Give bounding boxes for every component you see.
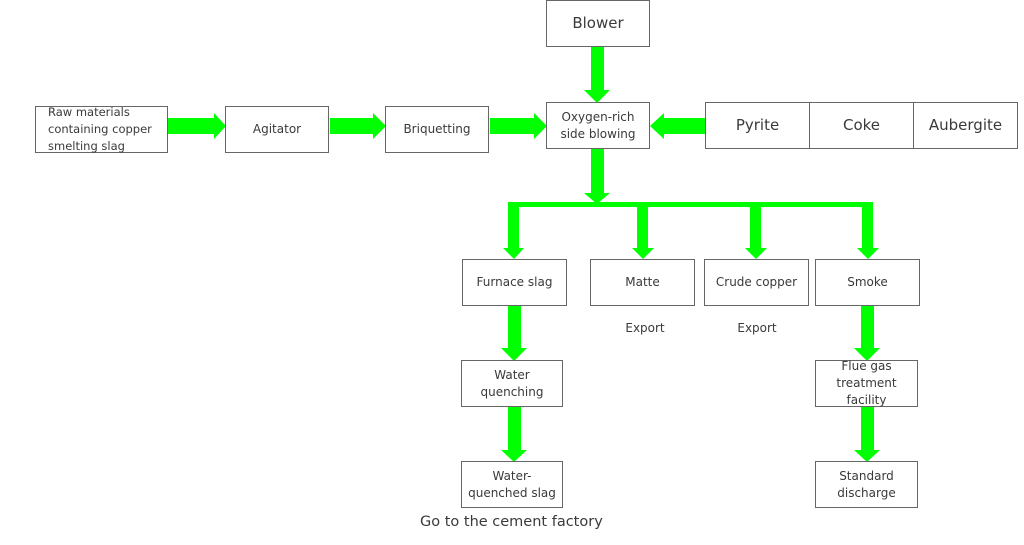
arrow-blower-to-oxygen xyxy=(584,47,610,103)
node-aubergite: Aubergite xyxy=(913,103,1017,148)
label-matte-export: Export xyxy=(625,321,665,335)
label-cement-factory: Go to the cement factory xyxy=(420,514,603,530)
branch-bar xyxy=(508,202,873,207)
node-smoke: Smoke xyxy=(815,259,920,306)
node-raw-materials: Raw materials containing copper smelting… xyxy=(35,105,168,153)
node-matte: Matte xyxy=(590,259,695,306)
arrow-additives-to-oxygen xyxy=(650,113,706,139)
arrow-smoke-to-fluegas xyxy=(854,305,880,361)
label-crude-copper-export: Export xyxy=(737,321,777,335)
arrow-raw-to-agitator xyxy=(168,113,226,139)
arrow-briquetting-to-oxygen xyxy=(490,113,547,139)
arrow-to-furnace-slag xyxy=(503,202,524,259)
node-pyrite: Pyrite xyxy=(735,116,780,134)
arrow-agitator-to-briquetting xyxy=(330,113,386,139)
node-flue-gas-treatment: Flue gas treatment facility xyxy=(815,359,918,407)
node-oxygen-rich-side-blowing: Oxygen-rich side blowing xyxy=(546,102,650,149)
node-additives-group: Pyrite Coke Aubergite xyxy=(705,102,1018,149)
node-coke: Coke xyxy=(809,103,913,148)
node-water-quenched-slag: Water- quenched slag xyxy=(461,461,563,508)
node-agitator: Agitator xyxy=(225,106,329,153)
arrow-to-crude-copper xyxy=(745,202,767,259)
node-briquetting: Briquetting xyxy=(385,106,489,153)
arrow-quenching-to-quenched-slag xyxy=(501,406,527,462)
node-water-quenching: Water quenching xyxy=(461,360,563,407)
arrow-to-smoke xyxy=(857,202,879,259)
node-standard-discharge: Standard discharge xyxy=(815,461,918,508)
arrow-to-matte xyxy=(632,202,654,259)
arrow-oxygen-to-branch xyxy=(584,148,610,204)
arrow-fluegas-to-discharge xyxy=(854,406,880,462)
arrow-slag-to-quenching xyxy=(501,305,527,361)
node-furnace-slag: Furnace slag xyxy=(462,259,567,306)
node-crude-copper: Crude copper xyxy=(704,259,809,306)
node-blower: Blower xyxy=(546,0,650,47)
